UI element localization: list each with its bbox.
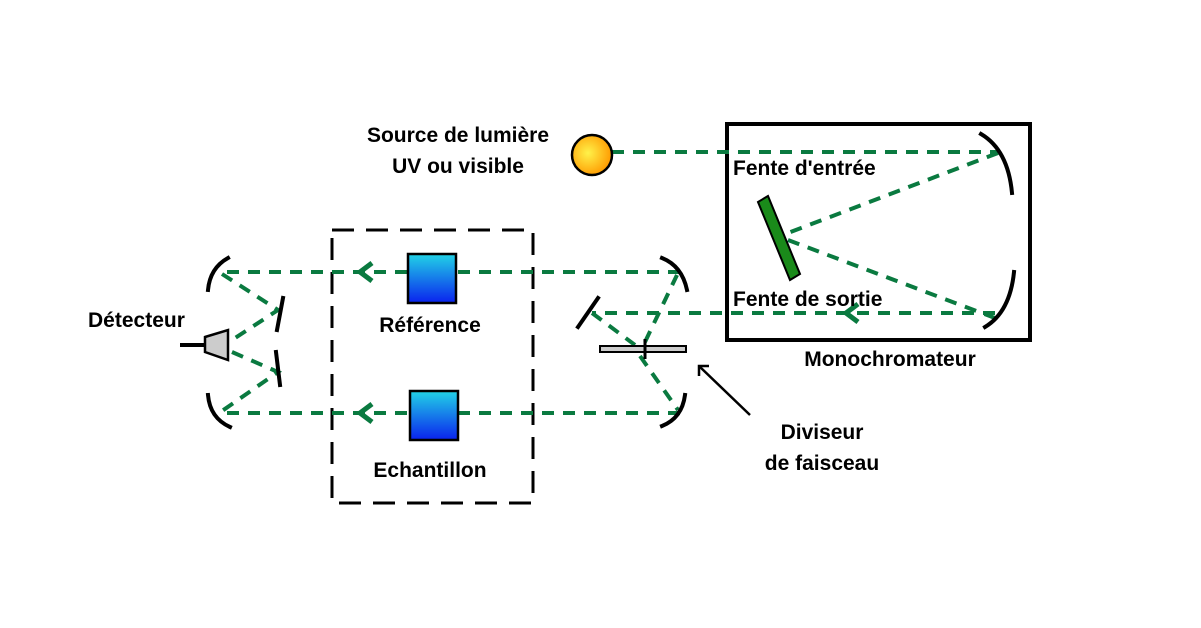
beam-grating-to-mirror (787, 238, 996, 320)
detector-mirror-bottom (273, 349, 283, 388)
splitter-label: Diviseur (781, 421, 864, 444)
beam-mirror-to-grating (787, 151, 999, 235)
monochromator-label: Monochromateur (804, 348, 976, 371)
mono-mirror-top (978, 131, 1015, 196)
monochromator-box (725, 122, 1032, 342)
beam-splitter-down (638, 354, 680, 412)
beam-ref-to-detector (220, 272, 282, 342)
left-mirror-top (205, 255, 231, 293)
arrow-left-icon (355, 261, 374, 283)
right-mirror-bottom (659, 392, 688, 429)
mono-mirror-bottom (982, 269, 1017, 330)
beam-splitter-icon (599, 339, 687, 359)
arrow-left-icon (841, 302, 860, 324)
pointer-arrow-icon (697, 364, 751, 416)
mirrors (205, 131, 1017, 430)
beam-splitter-up (643, 274, 679, 343)
detector-mirror-top (274, 295, 286, 333)
reference-label: Référence (379, 314, 481, 337)
splitter-sublabel: de faisceau (765, 452, 879, 475)
detector-icon (180, 328, 230, 362)
light-beams (220, 150, 999, 415)
sample-label: Echantillon (373, 459, 486, 482)
detector-label: Détecteur (88, 309, 185, 332)
source-sublabel: UV ou visible (392, 155, 524, 178)
splitter-mirror (575, 295, 601, 330)
exit-slit-label: Fente de sortie (733, 288, 882, 311)
left-mirror-bottom (205, 392, 233, 430)
beam-direction-arrows (355, 261, 860, 424)
arrow-left-icon (355, 402, 374, 424)
reference-cell-icon (406, 252, 458, 305)
source-label: Source de lumière (367, 124, 549, 147)
right-mirror-top (659, 255, 690, 293)
beam-to-splitter (590, 311, 637, 347)
light-source-icon (570, 133, 614, 177)
beam-sample-to-detector (220, 350, 283, 413)
diffraction-grating-icon (756, 194, 802, 282)
entrance-slit-label: Fente d'entrée (733, 157, 876, 180)
sample-cell-icon (408, 389, 460, 442)
